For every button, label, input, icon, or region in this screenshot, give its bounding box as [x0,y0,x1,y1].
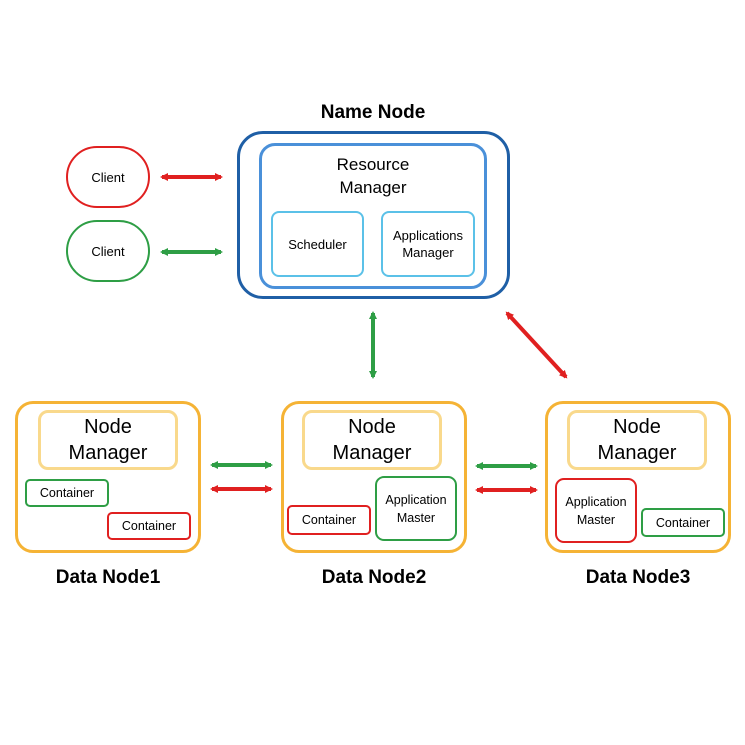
data-node-1-title: Data Node1 [55,567,161,588]
client-label: Client [91,243,125,259]
node-manager-label-line2: Manager [597,442,677,464]
client-red: Client [66,146,150,208]
data-node-3 [545,401,731,553]
resource-manager-label-line1: Resource [336,155,410,174]
node-manager-label-line2: Manager [332,442,412,464]
application-master-line1: Application [565,494,627,509]
application-master-line2: Master [396,510,436,525]
node-manager-label-line1: Node [84,416,132,438]
container-red: Container [287,505,371,535]
application-master-line1: Application [385,492,447,507]
resource-manager-label-line2: Manager [339,178,407,197]
data-node-2 [281,401,467,553]
applications-manager-line2: Manager [402,245,454,260]
node-manager-label-line1: Node [613,416,661,438]
data-node-2-title: Data Node2 [321,567,427,588]
data-node-3-title: Data Node3 [585,567,691,588]
node-manager-3: Node Manager [567,410,707,470]
name-node-title: Name Node [320,102,426,123]
name-node [237,131,510,299]
container-label: Container [121,519,177,533]
container-label: Container [655,515,711,530]
node-manager-label-line2: Manager [68,442,148,464]
container-label: Container [39,486,95,500]
applications-manager-line1: Applications [392,228,464,243]
resource-manager-label: Resource Manager [290,152,456,200]
node-manager-1: Node Manager [38,410,178,470]
application-master-green: Application Master [375,476,457,541]
node-manager-label-line1: Node [348,416,396,438]
applications-manager-box: Applications Manager [381,211,475,277]
container-red: Container [107,512,191,540]
scheduler-label: Scheduler [288,236,347,252]
container-green: Container [25,479,109,507]
container-green: Container [641,508,725,537]
client-label: Client [91,169,125,185]
application-master-line2: Master [576,512,616,527]
arrow-namenode-datanode3 [505,311,568,379]
data-node-1 [15,401,201,553]
node-manager-2: Node Manager [302,410,442,470]
scheduler-box: Scheduler [271,211,364,277]
container-label: Container [301,513,357,527]
client-green: Client [66,220,150,282]
application-master-red: Application Master [555,478,637,543]
resource-manager [259,143,487,289]
